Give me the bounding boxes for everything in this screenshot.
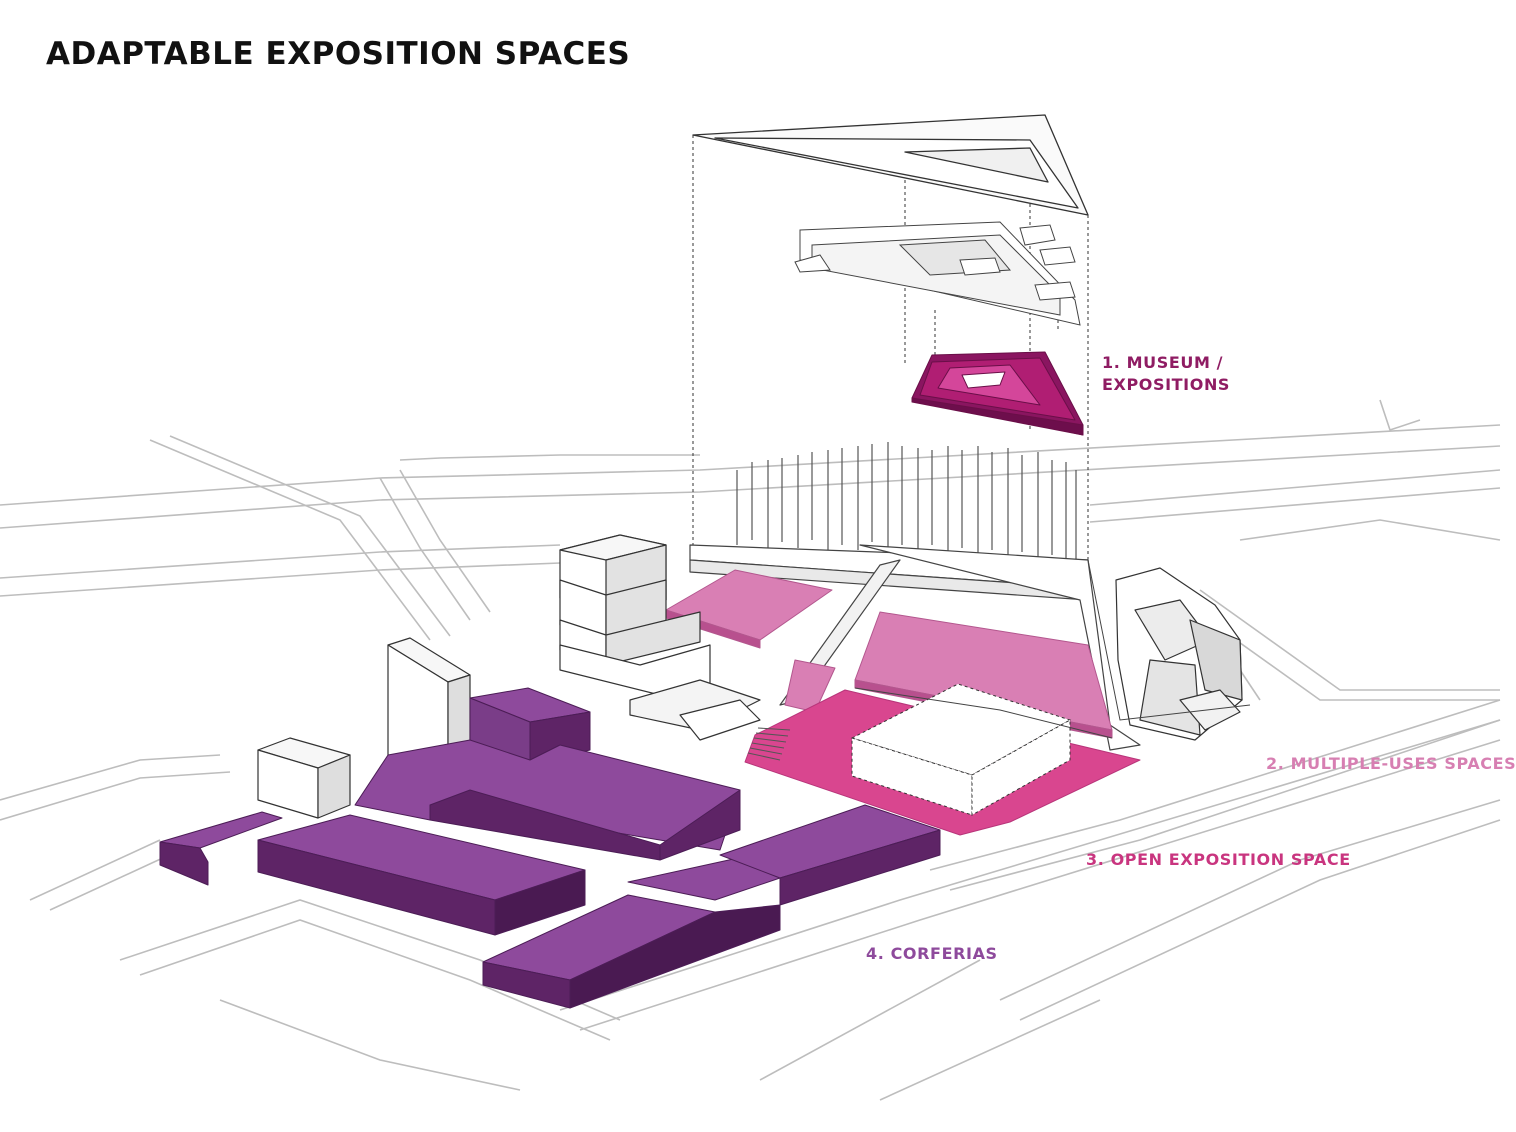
label-multiple-uses: 2. MULTIPLE-USES SPACES bbox=[1266, 754, 1516, 773]
roof-canopy bbox=[692, 114, 1089, 216]
corferias-buildings bbox=[159, 687, 941, 1009]
vertical-rods bbox=[736, 442, 1077, 565]
label-museum-line2: EXPOSITIONS bbox=[1102, 375, 1231, 394]
label-open-exposition: 3. OPEN EXPOSITION SPACE bbox=[1086, 850, 1351, 869]
page-title: ADAPTABLE EXPOSITION SPACES bbox=[46, 36, 631, 72]
open-exposition-volume bbox=[850, 683, 1072, 816]
label-corferias: 4. CORFERIAS bbox=[866, 944, 998, 963]
label-museum-expositions: 1. MUSEUM / EXPOSITIONS bbox=[1102, 352, 1230, 396]
platform-edge bbox=[854, 559, 1251, 739]
white-buildings bbox=[257, 534, 1243, 819]
upper-floors bbox=[794, 221, 1081, 326]
stairs bbox=[747, 727, 791, 761]
museum-slab bbox=[911, 351, 1084, 436]
street-network bbox=[0, 399, 1501, 1101]
label-museum-line1: 1. MUSEUM / bbox=[1102, 353, 1224, 372]
